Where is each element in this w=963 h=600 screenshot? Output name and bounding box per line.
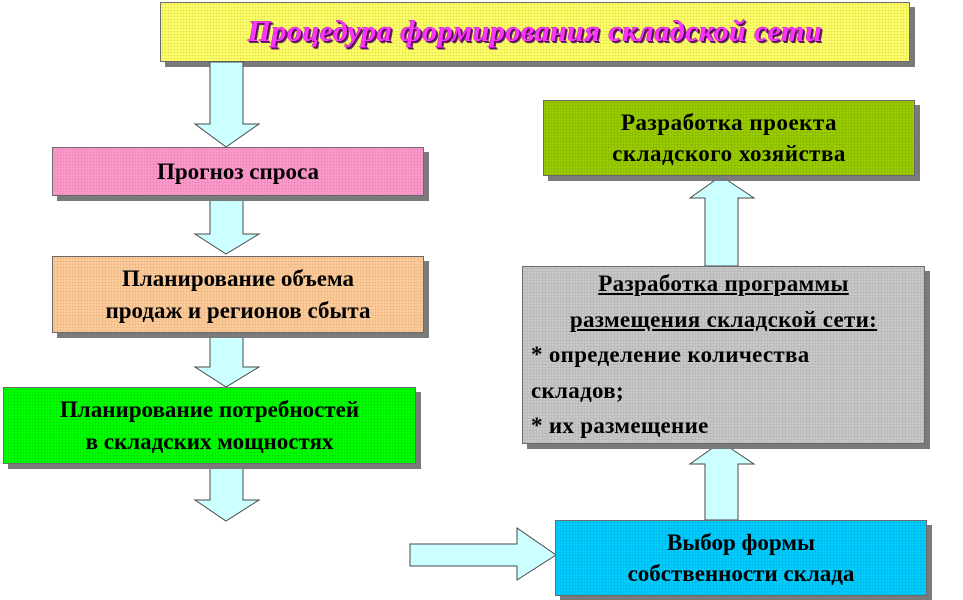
capacity-planning-line-1: Планирование потребностей: [59, 397, 360, 423]
placement-program-heading-1: Разработка программы: [598, 270, 849, 296]
arrow-title-to-demand: [193, 61, 261, 148]
title-box: Процедура формирования складской сети: [160, 2, 910, 62]
warehouse-project-box: Разработка проекта складского хозяйства: [543, 100, 915, 176]
placement-program-item-1-cont: складов;: [531, 377, 624, 403]
sales-planning-line-2: продаж и регионов сбыта: [105, 297, 371, 323]
demand-forecast-box: Прогноз спроса: [52, 147, 424, 196]
diagram-title: Процедура формирования складской сети: [247, 15, 823, 48]
capacity-planning-box: Планирование потребностей в складских мо…: [3, 387, 416, 464]
arrow-sales-to-capacity: [193, 332, 261, 388]
placement-program-box: Разработка программы размещения складско…: [522, 266, 925, 444]
arrow-into-ownership: [409, 527, 557, 581]
arrow-demand-to-sales: [193, 195, 261, 255]
capacity-planning-line-2: в складских мощностях: [85, 428, 334, 454]
placement-program-heading-2: размещения складской сети:: [569, 306, 878, 332]
ownership-choice-line-1: Выбор формы: [666, 529, 816, 555]
arrow-ownership-to-program: [688, 441, 756, 521]
arrow-program-to-project: [688, 175, 756, 267]
ownership-choice-box: Выбор формы собственности склада: [555, 520, 927, 596]
arrow-capacity-down: [193, 467, 261, 522]
warehouse-project-line-2: складского хозяйства: [612, 141, 846, 166]
placement-program-item-1: * определение количества: [531, 342, 810, 368]
demand-forecast-label: Прогноз спроса: [156, 158, 320, 184]
placement-program-item-2: * их размещение: [531, 413, 709, 439]
warehouse-project-line-1: Разработка проекта: [620, 109, 837, 135]
sales-planning-box: Планирование объема продаж и регионов сб…: [52, 256, 424, 333]
sales-planning-line-1: Планирование объема: [122, 266, 354, 292]
ownership-choice-line-2: собственности склада: [627, 561, 855, 586]
